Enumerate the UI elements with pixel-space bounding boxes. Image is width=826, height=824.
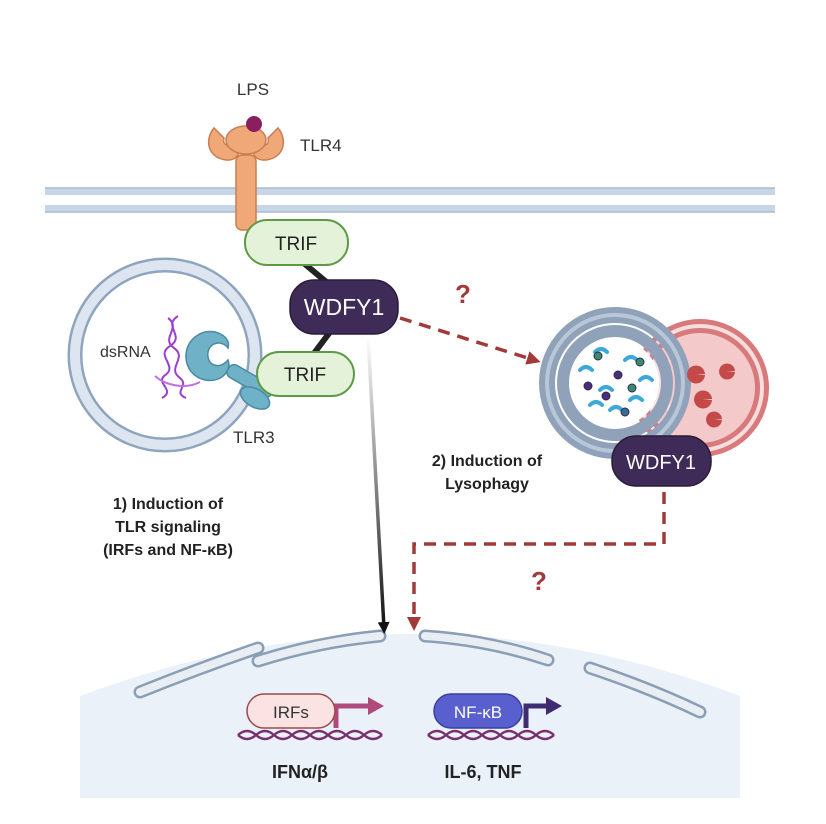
gene-ifn-label: IFNα/β <box>272 762 328 782</box>
endosome <box>67 257 263 453</box>
wdfy1-center: WDFY1 <box>289 279 399 335</box>
pathway-2-caption: 2) Induction of Lysophagy <box>432 453 543 493</box>
irfs-label: IRFs <box>273 703 309 722</box>
pathway-2-line-1: 2) Induction of <box>432 453 543 470</box>
lysophagy-vesicle-icon <box>539 307 769 459</box>
dna-helix-icon <box>427 729 555 741</box>
wdfy1-center-label: WDFY1 <box>304 294 385 320</box>
dsrna-label: dsRNA <box>100 344 151 361</box>
dsrna-strand-icon <box>154 315 201 399</box>
pathway-1-caption: 1) Induction of TLR signaling (IRFs and … <box>103 496 233 559</box>
nfkb-label: NF-κB <box>454 703 502 722</box>
trif-bottom-label: TRIF <box>284 365 326 386</box>
tlr4-label: TLR4 <box>300 136 342 155</box>
trif-top-label: TRIF <box>275 234 317 255</box>
question-mark-lower: ? <box>531 566 547 596</box>
pathway-1-line-1: 1) Induction of <box>113 496 224 513</box>
pathway-1-line-3: (IRFs and NF-κB) <box>103 542 233 559</box>
plasma-membrane <box>45 187 775 213</box>
pathway-2-line-2: Lysophagy <box>445 476 529 493</box>
question-mark-upper: ? <box>455 279 471 309</box>
tlr4-receptor-icon <box>207 125 285 231</box>
trif-top: TRIF <box>244 219 349 266</box>
nuclear-envelope <box>133 629 707 719</box>
wdfy1-lysosome: WDFY1 <box>611 435 712 487</box>
nfkb-gene-module: NF-κB IL-6, TNF <box>427 693 562 782</box>
wdfy1-lysosome-label: WDFY1 <box>626 452 696 474</box>
nucleus <box>80 634 740 798</box>
signaling-arrow <box>366 335 390 634</box>
pathway-1-line-2: TLR signaling <box>115 519 221 536</box>
lps-molecule-icon <box>246 116 262 132</box>
dashed-arrow-to-nucleus <box>407 492 666 631</box>
irfs-gene-module: IRFs IFNα/β <box>237 693 384 782</box>
dna-helix-icon <box>237 729 383 741</box>
promoter-arrow-icon <box>333 703 370 728</box>
dashed-arrow-to-lysophagy <box>399 316 541 365</box>
trif-bottom: TRIF <box>256 351 355 397</box>
tlr3-label: TLR3 <box>233 428 275 447</box>
promoter-arrow-icon <box>523 703 548 728</box>
gene-il6-label: IL-6, TNF <box>445 762 522 782</box>
lps-label: LPS <box>237 80 269 99</box>
